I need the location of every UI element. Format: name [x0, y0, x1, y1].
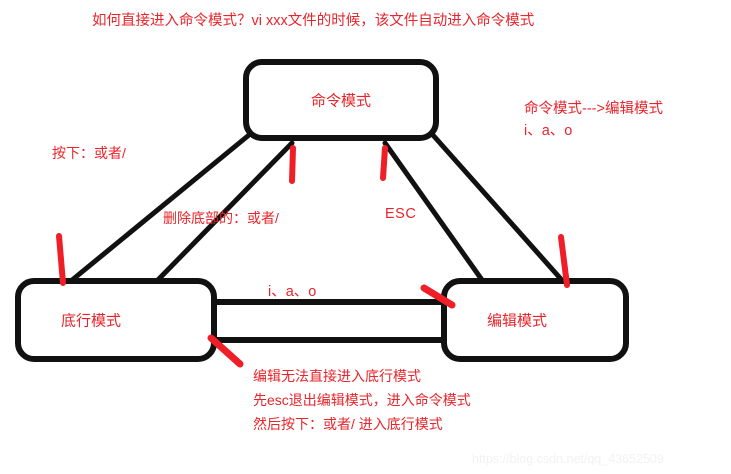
annotation-bottom-note-3: 然后按下：或者/ 进入底行模式 — [253, 416, 443, 432]
edge-command-to-edit-outer — [429, 131, 571, 290]
annotation-delete-bottom: 删除底部的：或者/ — [163, 210, 279, 226]
red-marks — [56, 145, 570, 368]
node-box-bottom-line-mode — [15, 278, 217, 362]
node-box-edit-mode — [441, 278, 629, 362]
annotation-middle-keys: i、a、o — [268, 284, 317, 300]
red-arrowhead-to-bottomline — [207, 334, 244, 368]
connector-lines — [63, 131, 571, 343]
red-arrowhead-to-edit — [420, 284, 456, 309]
annotation-esc: ESC — [385, 206, 417, 222]
red-tick-right-diagonal — [558, 234, 570, 288]
node-label-command-mode: 命令模式 — [310, 92, 372, 110]
node-box-command-mode — [243, 59, 439, 141]
watermark: https://blog.csdn.net/qq_43652509 — [472, 452, 664, 466]
annotation-bottom-note-2: 先esc退出编辑模式，进入命令模式 — [253, 392, 471, 408]
annotation-left-press: 按下：或者/ — [52, 145, 126, 161]
edge-command-to-edit-inner — [382, 140, 490, 290]
annotation-bottom-note-1: 编辑无法直接进入底行模式 — [253, 368, 421, 384]
annotation-command-to-edit: 命令模式--->编辑模式 — [524, 101, 663, 117]
red-tick-left-diagonal — [56, 233, 66, 286]
annotation-command-to-edit-keys: i、a、o — [524, 123, 573, 139]
diagram-title: 如何直接进入命令模式？vi xxx文件的时候，该文件自动进入命令模式 — [92, 13, 535, 29]
node-label-bottom-line-mode: 底行模式 — [60, 312, 122, 330]
node-label-edit-mode: 编辑模式 — [486, 312, 548, 330]
node-boxes — [15, 59, 629, 362]
red-tick-command-right — [380, 145, 388, 181]
red-tick-command-left — [289, 145, 296, 184]
edge-command-to-bottomline-inner — [148, 140, 295, 290]
edge-command-to-bottomline-outer — [63, 132, 252, 288]
